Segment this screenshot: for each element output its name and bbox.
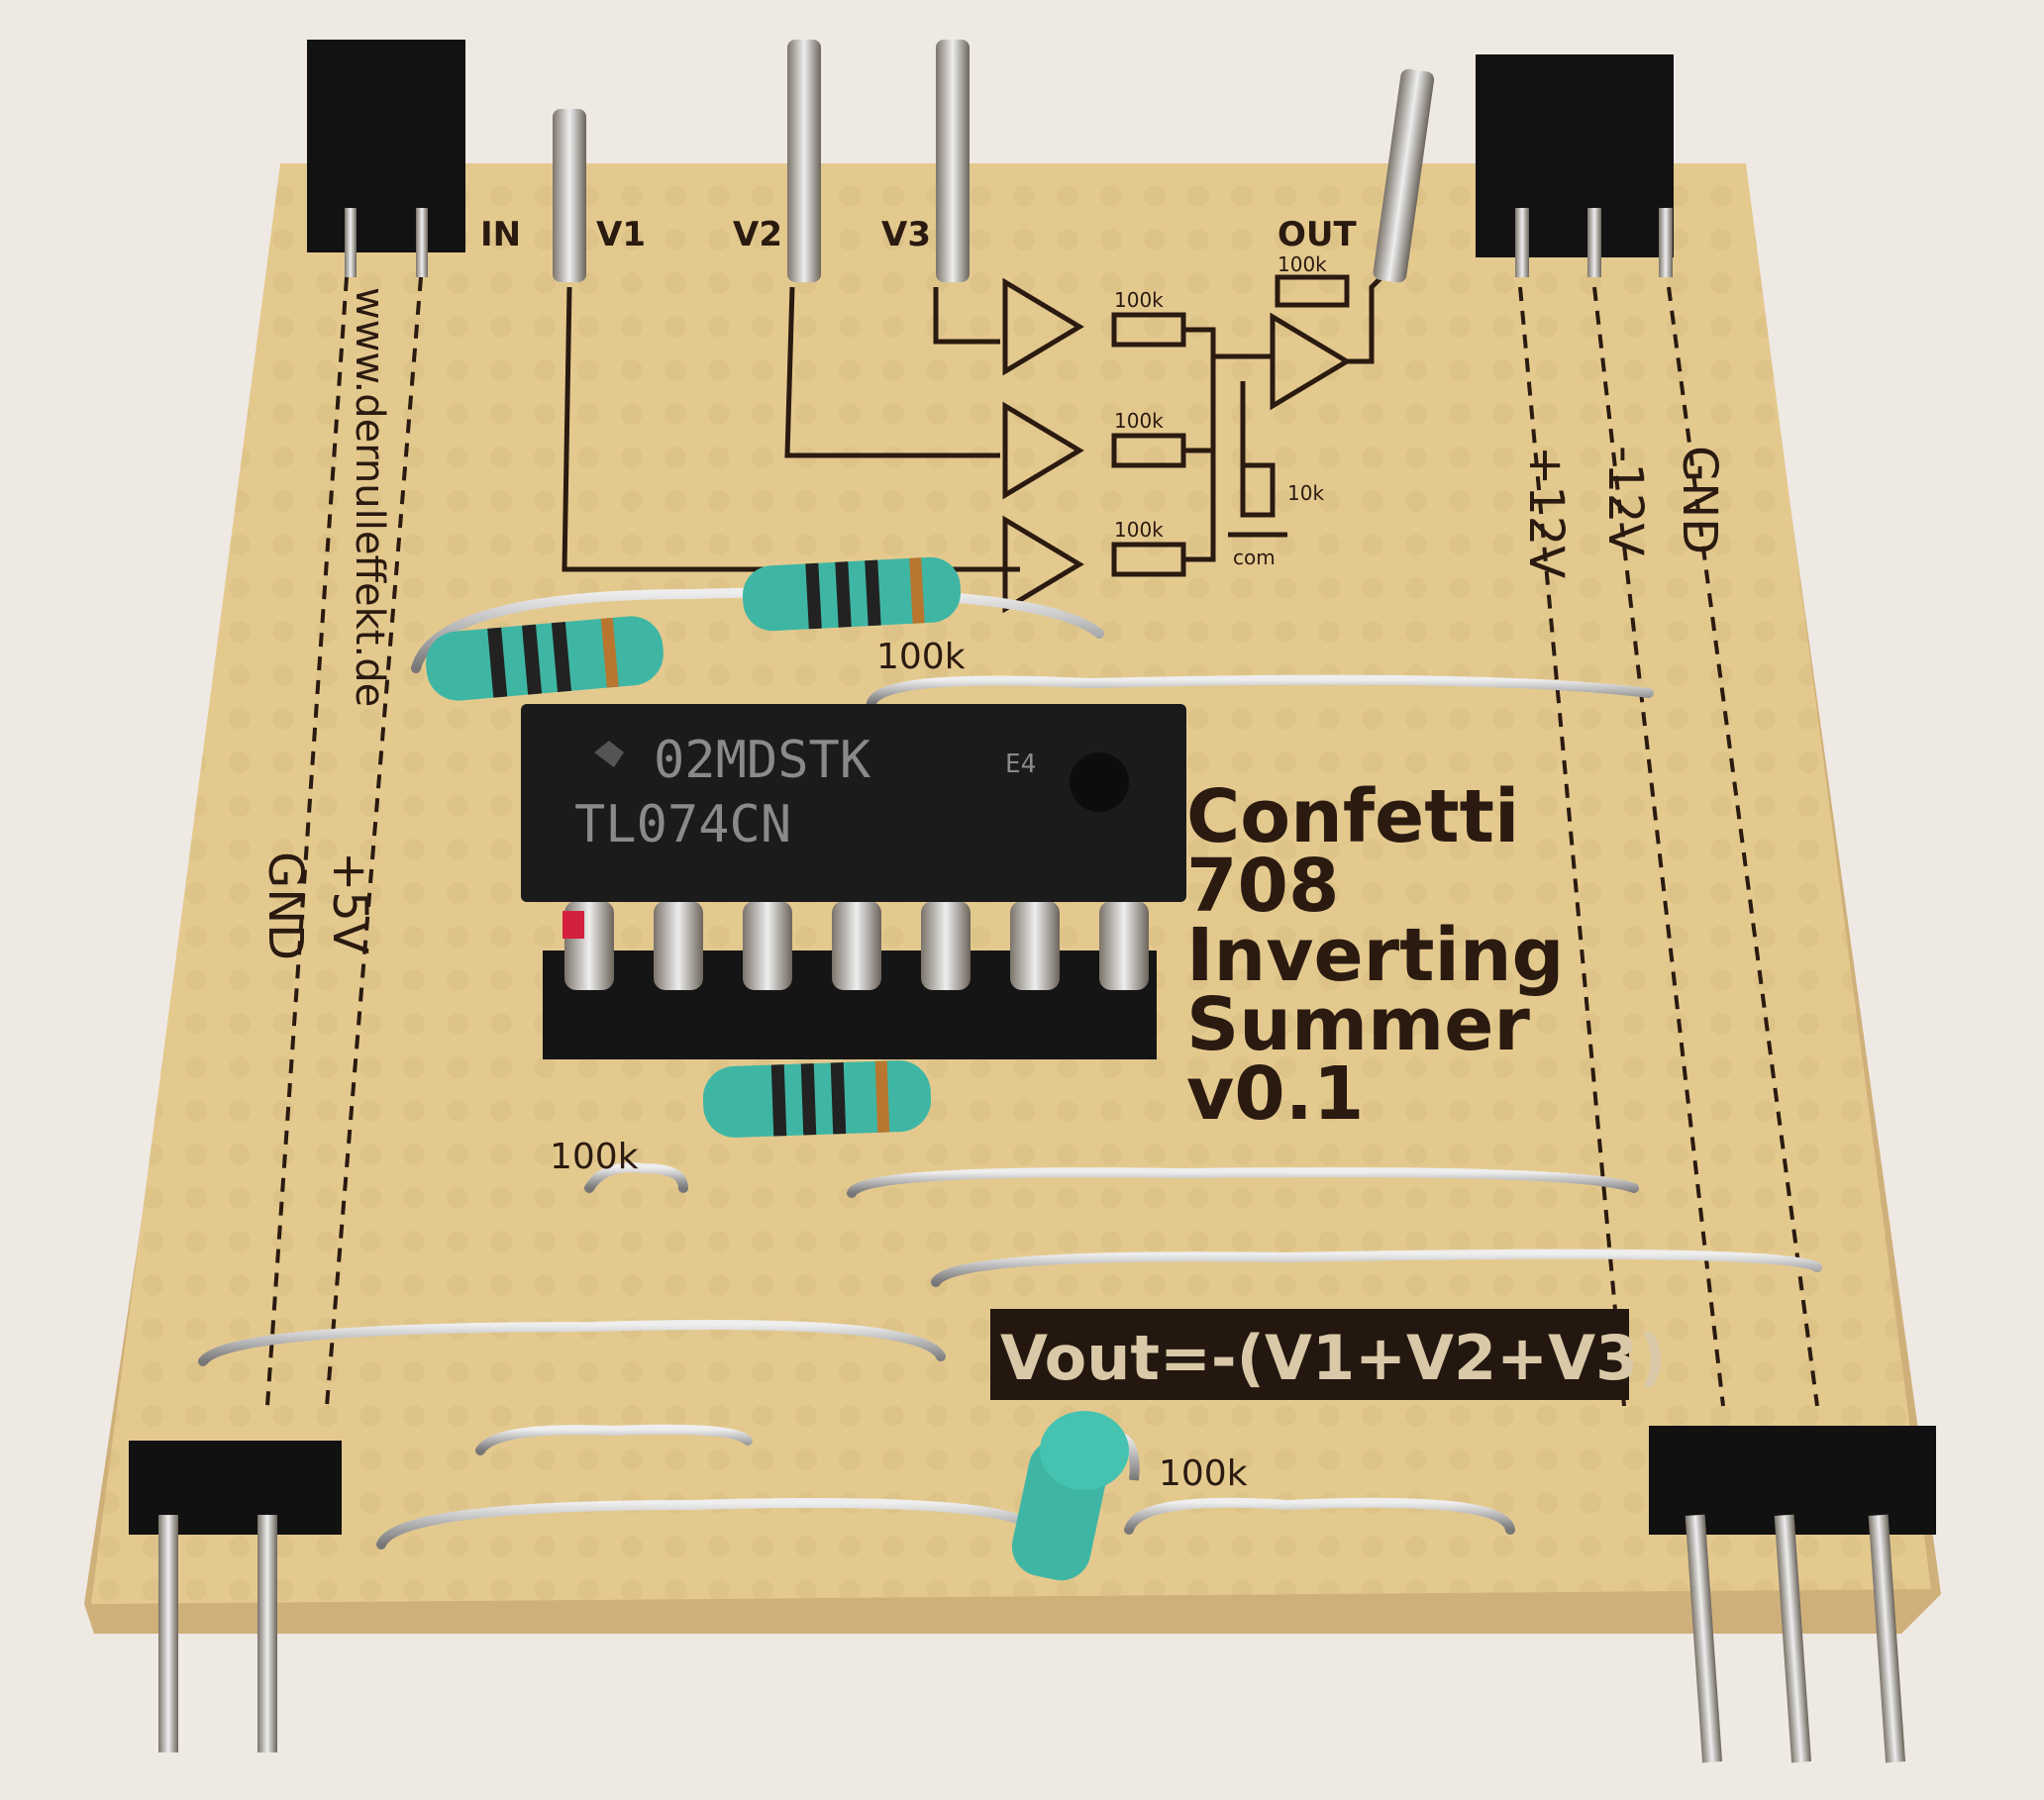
ic-chip: 02MDSTK E4 TL074CN <box>521 704 1186 902</box>
chip-lot-code: 02MDSTK <box>654 731 871 790</box>
ti-logo-icon <box>594 741 624 767</box>
board-title: Confetti 708 Inverting Summer v0.1 <box>1186 774 1565 1137</box>
label-in: IN <box>480 215 521 254</box>
schematic-labels: 100k 100k 100k 100k 10k com <box>1114 252 1327 569</box>
label-v1: V1 <box>596 215 646 254</box>
title-line-4: Summer <box>1186 982 1530 1067</box>
chip-part-number: TL074CN <box>574 795 791 854</box>
website-text: www.dernulleffekt.de <box>347 287 392 707</box>
label-gnd-left: GND <box>257 851 313 960</box>
schematic <box>562 274 1383 614</box>
schematic-rcom-label: 10k <box>1287 481 1324 505</box>
pin1-marker <box>562 911 584 939</box>
schematic-com-label: com <box>1233 546 1276 569</box>
formula-box: Vout=-(V1+V2+V3) <box>990 1309 1667 1400</box>
resistor-top-center <box>742 556 962 632</box>
chip-mark: E4 <box>1005 750 1036 779</box>
jack-out[interactable] <box>1373 68 1436 284</box>
ic-pins <box>564 901 1149 990</box>
header-top-right <box>1476 54 1674 277</box>
label-gnd-right: GND <box>1672 446 1727 554</box>
input-labels: IN V1 V2 V3 OUT <box>480 215 1358 254</box>
schematic-r3-label: 100k <box>1114 518 1164 542</box>
header-bottom-right <box>1649 1426 1936 1763</box>
resistor-bottom <box>702 1060 932 1138</box>
label-plus12v: +12V <box>1518 446 1574 578</box>
label-v3: V3 <box>881 215 931 254</box>
schematic-rf-label: 100k <box>1278 252 1327 276</box>
wire-jumpers <box>198 587 1822 1550</box>
label-minus12v: -12V <box>1597 446 1653 555</box>
schematic-r1-label: 100k <box>1114 288 1164 312</box>
jack-v2[interactable] <box>787 40 821 282</box>
title-line-2: 708 <box>1186 844 1339 929</box>
power-traces <box>265 276 1819 1407</box>
title-line-3: Inverting <box>1186 913 1565 998</box>
header-top-left <box>307 40 465 277</box>
board <box>84 163 1941 1634</box>
label-r-top: 100k <box>876 637 966 677</box>
label-v2: V2 <box>733 215 782 254</box>
title-line-5: v0.1 <box>1186 1051 1364 1137</box>
title-line-1: Confetti <box>1186 774 1519 859</box>
jack-v1[interactable] <box>553 109 586 282</box>
schematic-r2-label: 100k <box>1114 409 1164 433</box>
label-out: OUT <box>1278 215 1358 254</box>
jack-v3[interactable] <box>936 40 970 282</box>
input-jacks <box>553 40 1435 283</box>
label-r-mid: 100k <box>550 1137 639 1177</box>
label-plus5v: +5V <box>322 851 377 954</box>
resistor-vertical <box>1011 1411 1140 1581</box>
formula-text: Vout=-(V1+V2+V3) <box>1000 1322 1667 1394</box>
header-bottom-left <box>129 1441 342 1752</box>
label-r-bottom: 100k <box>1159 1453 1248 1494</box>
resistor-top-left <box>426 616 664 701</box>
